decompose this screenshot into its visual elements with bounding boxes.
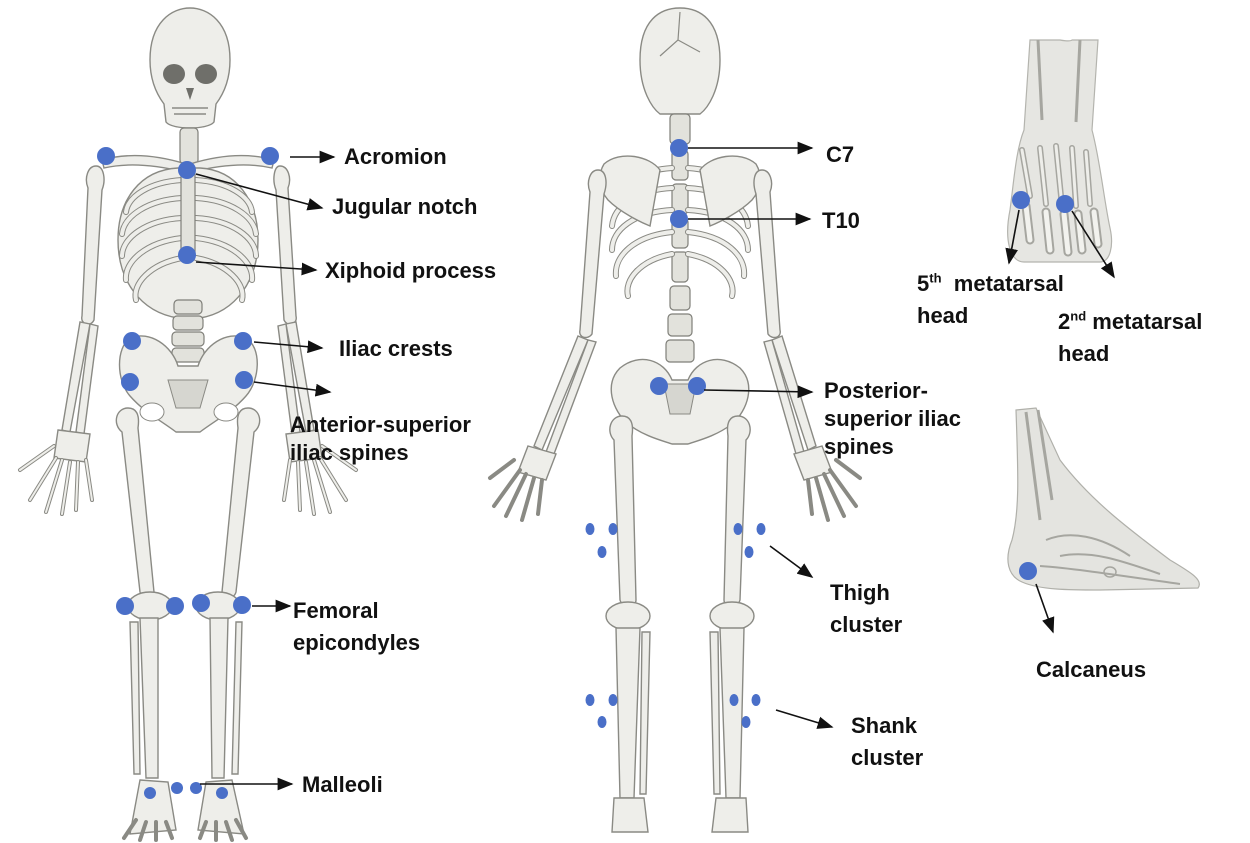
label-5th-sup: th [929,271,941,286]
marker-psis-right [650,377,668,395]
label-psis: Posterior- superior iliac spines [824,378,961,460]
label-femoral-epicondyles: Femoral epicondyles [293,598,420,656]
marker-acromion-right [97,147,115,165]
annotation-arrows [196,148,1114,784]
marker-psis-left [688,377,706,395]
foot-lateral-view [1008,408,1199,590]
label-5th-num: 5 [917,271,929,296]
label-2nd-metatarsal-line2: head [1058,341,1202,367]
label-psis-line2: superior iliac [824,406,961,432]
thigh-cluster-right [586,523,618,558]
label-5th-rest: metatarsal [954,271,1064,296]
label-thigh-cluster: Thigh cluster [830,580,902,638]
label-asis-line2: iliac spines [290,440,471,466]
marker-iliac-crest-right [123,332,141,350]
label-acromion: Acromion [344,144,447,170]
marker-malleolus-1 [144,787,156,799]
label-2nd-metatarsal-line1: 2nd metatarsal [1058,309,1202,335]
marker-5th-metatarsal-head [1012,191,1030,209]
label-malleoli: Malleoli [302,772,383,798]
label-asis-line1: Anterior-superior [290,412,471,438]
marker-xiphoid [178,246,196,264]
label-thigh-line1: Thigh [830,580,902,606]
label-femoral-line1: Femoral [293,598,420,624]
marker-femoral-epicondyle-1 [116,597,134,615]
label-psis-line3: spines [824,434,961,460]
label-2nd-num: 2 [1058,309,1070,334]
marker-femoral-epicondyle-3 [192,594,210,612]
marker-femoral-epicondyle-2 [166,597,184,615]
label-psis-line1: Posterior- [824,378,961,404]
marker-malleolus-2 [171,782,183,794]
label-calcaneus: Calcaneus [1036,657,1146,683]
label-2nd-sup: nd [1070,309,1086,324]
foot-dorsal-view [1008,40,1112,262]
marker-femoral-epicondyle-4 [233,596,251,614]
label-asis: Anterior-superior iliac spines [290,412,471,466]
marker-acromion-left [261,147,279,165]
marker-asis-left [235,371,253,389]
label-t10: T10 [822,208,860,234]
marker-jugular-notch [178,161,196,179]
label-thigh-line2: cluster [830,612,902,638]
label-5th-metatarsal-line2: head [917,303,1064,329]
label-shank-line2: cluster [851,745,923,771]
label-iliac-crests: Iliac crests [339,336,453,362]
marker-iliac-crest-left [234,332,252,350]
posterior-skeleton [490,8,860,832]
label-shank-line1: Shank [851,713,923,739]
label-shank-cluster: Shank cluster [851,713,923,771]
shank-cluster-right [586,694,618,728]
label-5th-metatarsal-head: 5th metatarsal head [917,271,1064,329]
marker-asis-right [121,373,139,391]
label-femoral-line2: epicondyles [293,630,420,656]
label-c7: C7 [826,142,854,168]
marker-2nd-metatarsal-head [1056,195,1074,213]
marker-malleolus-4 [216,787,228,799]
marker-c7 [670,139,688,157]
label-5th-metatarsal-line1: 5th metatarsal [917,271,1064,297]
label-2nd-rest: metatarsal [1086,309,1202,334]
label-2nd-metatarsal-head: 2nd metatarsal head [1058,309,1202,367]
label-jugular-notch: Jugular notch [332,194,477,220]
marker-t10 [670,210,688,228]
label-xiphoid-process: Xiphoid process [325,258,496,284]
marker-calcaneus [1019,562,1037,580]
